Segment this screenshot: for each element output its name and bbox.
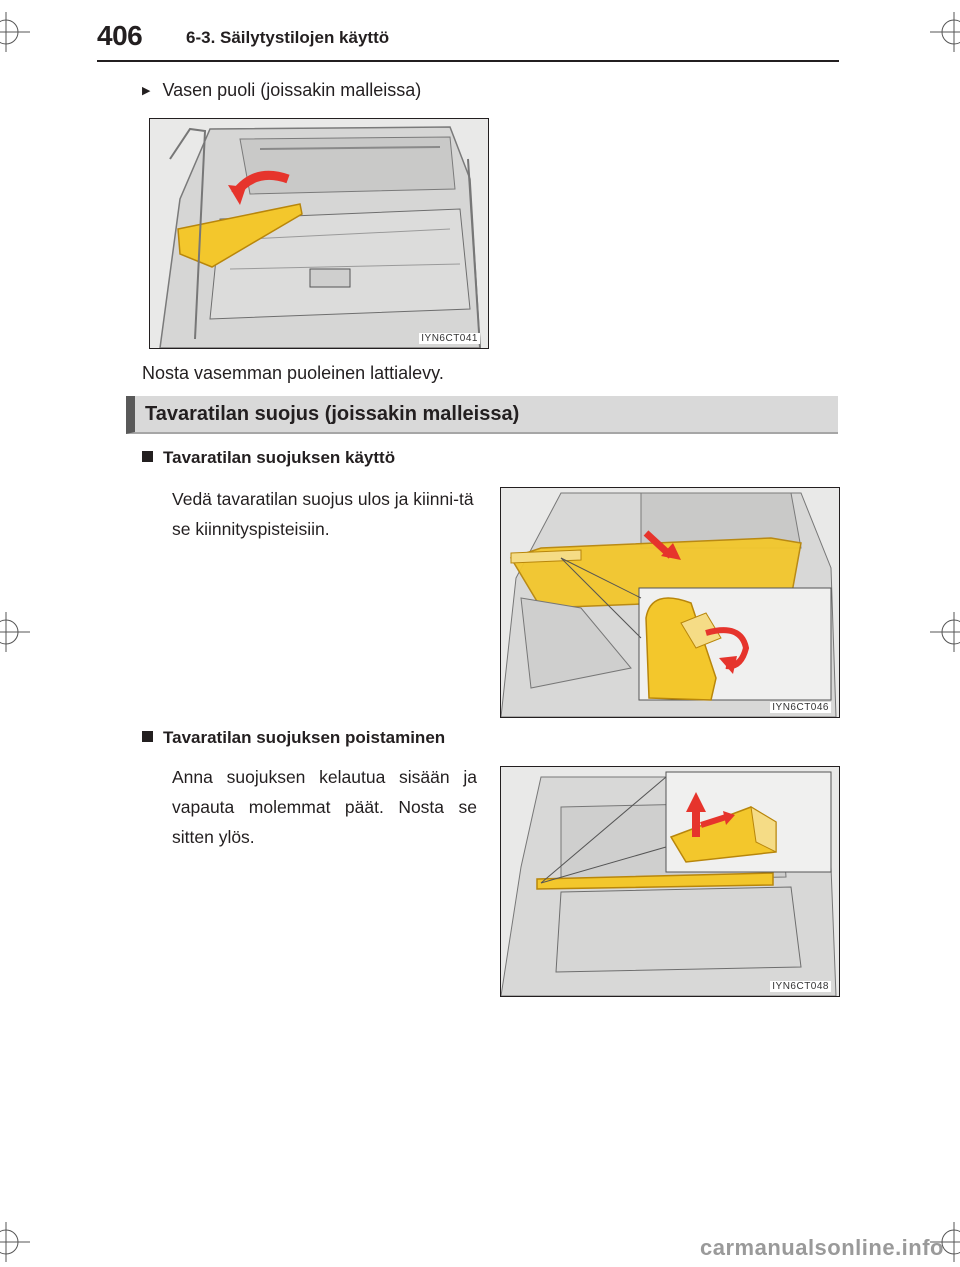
watermark: carmanualsonline.info [700, 1235, 944, 1260]
subheading-use-cover: Tavaratilan suojuksen käyttö [142, 448, 395, 468]
page-number: 406 [97, 20, 143, 51]
section-heading-bar: Tavaratilan suojus (joissakin malleissa) [126, 396, 838, 434]
raised-floor-board [177, 203, 303, 268]
figure-pull-cover: IYN6CT046 [500, 487, 840, 718]
triangle-bullet-icon: ▶ [142, 85, 151, 97]
crop-mark-bottom-right [930, 1222, 960, 1262]
use-cover-instructions: Vedä tavaratilan suojus ulos ja kiinni-t… [172, 489, 474, 539]
square-bullet-icon [142, 731, 153, 742]
subheading-remove-cover-text: Tavaratilan suojuksen poistaminen [163, 728, 446, 747]
chapter-title: 6-3. Säilytystilojen käyttö [186, 28, 390, 47]
figure1-code: IYN6CT041 [419, 333, 480, 344]
subheading-use-cover-text: Tavaratilan suojuksen käyttö [163, 448, 396, 467]
cover-remove-illustration [501, 767, 839, 996]
figure-left-floor-board: IYN6CT041 [149, 118, 489, 349]
figure1-caption: Nosta vasemman puoleinen lattialevy. [142, 363, 444, 383]
bullet-left-side: ▶ Vasen puoli (joissakin malleissa) [142, 80, 421, 101]
figure2-code: IYN6CT046 [770, 702, 831, 713]
retracted-cover-roll [536, 872, 774, 890]
figure3-code: IYN6CT048 [770, 981, 831, 992]
subheading-remove-cover: Tavaratilan suojuksen poistaminen [142, 728, 445, 748]
remove-cover-instructions: Anna suojuksen kelautua sisään ja vapaut… [172, 767, 477, 847]
section-title: Tavaratilan suojus (joissakin malleissa) [145, 403, 520, 425]
crop-mark-top-right [930, 12, 960, 52]
crop-mark-mid-right [930, 612, 960, 652]
crop-mark-mid-left [0, 612, 30, 652]
header-rule [97, 60, 839, 62]
crop-mark-bottom-left [0, 1222, 30, 1262]
bullet-text: Vasen puoli (joissakin malleissa) [162, 80, 422, 100]
figure-remove-cover: IYN6CT048 [500, 766, 840, 997]
square-bullet-icon [142, 451, 153, 462]
trunk-floor-illustration [150, 119, 488, 348]
cover-pull-illustration [501, 488, 839, 717]
crop-mark-top-left [0, 12, 30, 52]
